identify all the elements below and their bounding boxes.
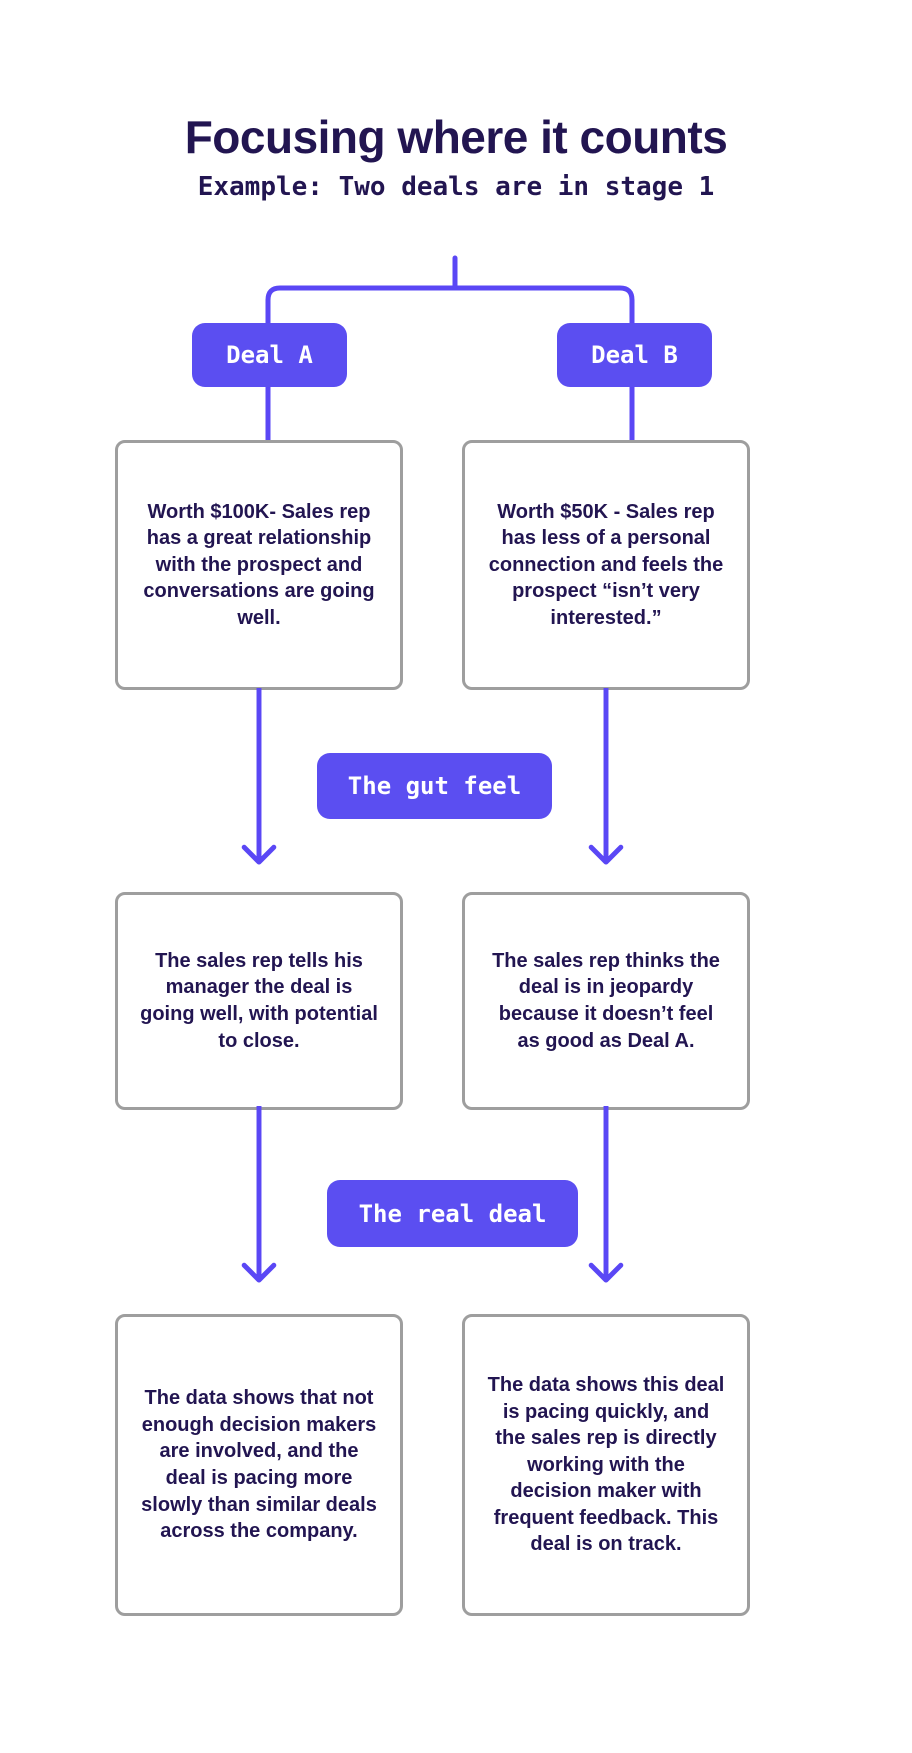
deal-a-label: Deal A bbox=[192, 323, 347, 387]
deal-a-real-deal-box: The data shows that not enough decision … bbox=[115, 1314, 403, 1616]
deal-a-gut-feel-box: The sales rep tells his manager the deal… bbox=[115, 892, 403, 1110]
deal-b-gut-feel-text: The sales rep thinks the deal is in jeop… bbox=[492, 949, 720, 1052]
arrow-down-icon bbox=[241, 688, 277, 865]
deal-a-description-text: Worth $100K- Sales rep has a great relat… bbox=[143, 500, 375, 629]
deal-b-real-deal-text: The data shows this deal is pacing quick… bbox=[487, 1373, 725, 1556]
stage-label-real-deal: The real deal bbox=[327, 1180, 578, 1247]
stage-label-gut-feel: The gut feel bbox=[317, 753, 552, 819]
arrow-down-icon bbox=[588, 1106, 624, 1283]
deal-a-real-deal-text: The data shows that not enough decision … bbox=[141, 1387, 377, 1543]
deal-a-gut-feel-text: The sales rep tells his manager the deal… bbox=[140, 949, 378, 1052]
arrow-down-icon bbox=[588, 688, 624, 865]
deal-b-gut-feel-box: The sales rep thinks the deal is in jeop… bbox=[462, 892, 750, 1110]
deal-b-label: Deal B bbox=[557, 323, 712, 387]
arrow-down-icon bbox=[241, 1106, 277, 1283]
page-subtitle: Example: Two deals are in stage 1 bbox=[197, 172, 715, 202]
deal-a-description-box: Worth $100K- Sales rep has a great relat… bbox=[115, 440, 403, 690]
branch-connector-line bbox=[265, 255, 635, 442]
deal-b-description-box: Worth $50K - Sales rep has less of a per… bbox=[462, 440, 750, 690]
deal-b-description-text: Worth $50K - Sales rep has less of a per… bbox=[488, 500, 724, 629]
page-title: Focusing where it counts bbox=[184, 111, 728, 163]
deal-b-real-deal-box: The data shows this deal is pacing quick… bbox=[462, 1314, 750, 1616]
